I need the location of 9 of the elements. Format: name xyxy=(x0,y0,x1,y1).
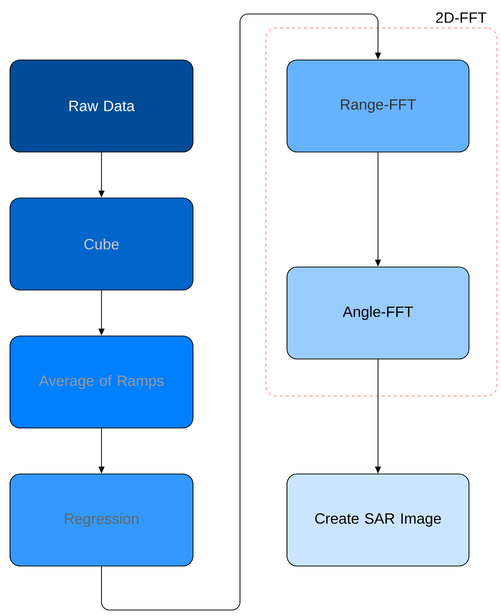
process-box: Raw Data xyxy=(10,60,194,152)
process-box: Average of Ramps xyxy=(10,336,194,428)
process-box: Regression xyxy=(10,474,194,566)
node-label: 2D-FFT xyxy=(436,12,486,23)
process-box: Create SAR Image xyxy=(286,474,470,566)
process-box: Range-FFT xyxy=(286,60,470,152)
arrow xyxy=(101,14,382,610)
process-box: Angle-FFT xyxy=(286,266,470,360)
process-box: Cube xyxy=(10,198,194,290)
